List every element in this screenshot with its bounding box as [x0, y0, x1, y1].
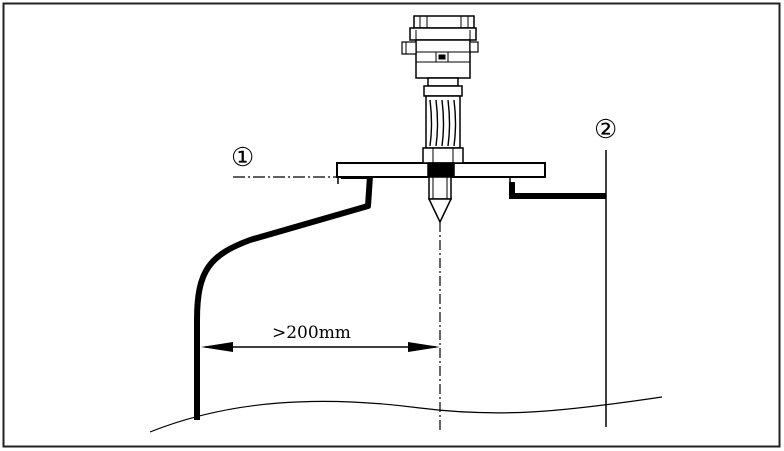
tank-wall-right	[509, 182, 606, 199]
sensor-housing	[401, 15, 479, 79]
tank-wall-left	[194, 173, 373, 420]
sensor-neck	[423, 77, 463, 97]
callout-1: ①	[231, 143, 254, 173]
sensor-antenna	[427, 176, 453, 224]
sensor-cooling-fins	[425, 95, 461, 149]
dimension-line	[201, 342, 440, 352]
dimension-label: >200mm	[272, 323, 351, 343]
callout-2: ②	[594, 115, 617, 145]
sensor-hex-nut	[422, 147, 464, 164]
sensor-thread	[427, 162, 455, 178]
radar-sensor	[401, 15, 479, 224]
liquid-surface	[149, 396, 663, 433]
